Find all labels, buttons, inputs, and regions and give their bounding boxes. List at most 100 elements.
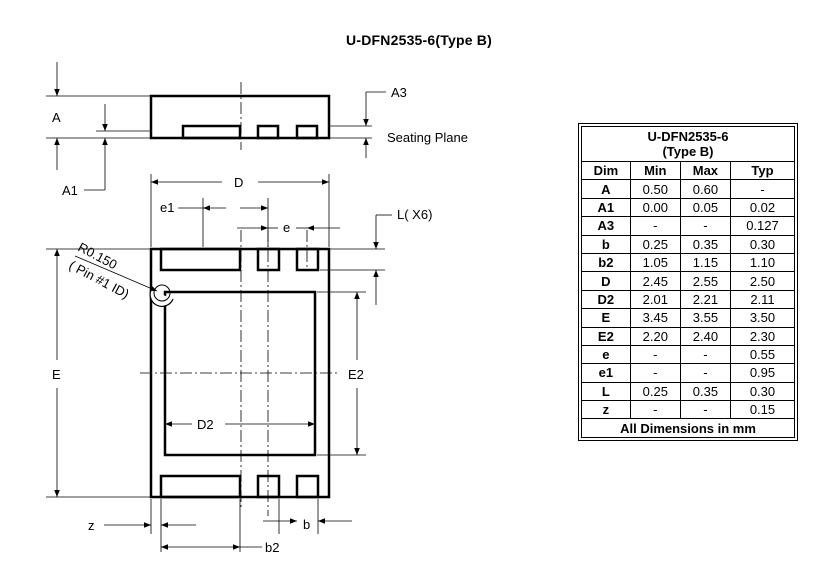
cell-min: 1.05 xyxy=(629,252,681,273)
dim-label-b2: b2 xyxy=(265,540,279,555)
header-dim: Dim xyxy=(581,160,631,181)
cell-typ: 0.30 xyxy=(729,381,796,402)
side-view-pad-small-1 xyxy=(256,124,280,140)
dim-label-E: E xyxy=(52,367,61,382)
cell-min: - xyxy=(629,400,681,420)
cell-dim: b xyxy=(581,234,631,254)
cell-min: 2.45 xyxy=(629,271,681,291)
cell-min: 0.00 xyxy=(629,197,681,218)
header-typ: Typ xyxy=(729,160,796,181)
cell-typ: 0.15 xyxy=(729,400,796,420)
cell-typ: 2.30 xyxy=(729,326,796,346)
cell-typ: 0.95 xyxy=(729,363,796,383)
cell-dim: D2 xyxy=(581,289,631,310)
dim-label-A3: A3 xyxy=(391,85,407,100)
cell-dim: L xyxy=(581,381,631,402)
seating-plane-label: Seating Plane xyxy=(387,130,468,145)
header-min: Min xyxy=(629,160,681,181)
dim-label-A1: A1 xyxy=(62,183,78,198)
cell-typ: 0.127 xyxy=(729,216,796,236)
cell-max: 2.21 xyxy=(679,289,731,310)
cell-max: 0.05 xyxy=(679,197,731,218)
drawing-title: U-DFN2535-6(Type B) xyxy=(346,32,492,48)
dim-label-D: D xyxy=(234,175,243,190)
cell-max: - xyxy=(679,344,731,365)
exposed-pad xyxy=(163,290,317,457)
dim-label-D2: D2 xyxy=(197,417,214,432)
dim-label-b: b xyxy=(303,517,310,532)
cell-min: 2.01 xyxy=(629,289,681,310)
cell-max: 0.35 xyxy=(679,381,731,402)
cell-min: 3.45 xyxy=(629,308,681,328)
cell-dim: A3 xyxy=(581,216,631,236)
cell-typ: 2.50 xyxy=(729,271,796,291)
table-title-line2: (Type B) xyxy=(662,144,714,159)
dim-label-L: L( X6) xyxy=(397,207,432,222)
table-title: U-DFN2535-6 (Type B) xyxy=(581,126,795,162)
cell-min: 0.25 xyxy=(629,234,681,254)
cell-min: - xyxy=(629,216,681,236)
cell-max: 3.55 xyxy=(679,308,731,328)
cell-dim: D xyxy=(581,271,631,291)
cell-typ: 0.30 xyxy=(729,234,796,254)
cell-dim: A1 xyxy=(581,197,631,218)
pad-bottom-small-1 xyxy=(256,474,281,499)
table-footer: All Dimensions in mm xyxy=(581,418,795,438)
cell-max: - xyxy=(679,400,731,420)
table-row: A3--0.127 xyxy=(581,216,796,236)
cell-max: - xyxy=(679,216,731,236)
cell-dim: E xyxy=(581,308,631,328)
cell-min: 0.50 xyxy=(629,179,681,199)
cell-typ: 2.11 xyxy=(729,289,796,310)
cell-max: 1.15 xyxy=(679,252,731,273)
side-view-pad-large xyxy=(181,124,242,140)
cell-max: 2.55 xyxy=(679,271,731,291)
cell-max: 2.40 xyxy=(679,326,731,346)
cell-dim: e1 xyxy=(581,363,631,383)
pin-one-notch xyxy=(149,289,174,307)
cell-max: 0.60 xyxy=(679,179,731,199)
table-row: e1--0.95 xyxy=(581,363,796,383)
table-row: e--0.55 xyxy=(581,344,796,365)
cell-dim: b2 xyxy=(581,252,631,273)
cell-dim: e xyxy=(581,344,631,365)
dim-label-e: e xyxy=(283,220,290,235)
pad-bottom-small-2 xyxy=(295,474,320,499)
cell-max: - xyxy=(679,363,731,383)
bottom-view: D e1 e L( X6) R0.150 ( Pin #1 ID) E xyxy=(46,174,432,555)
dim-label-E2: E2 xyxy=(348,367,364,382)
table-title-line1: U-DFN2535-6 xyxy=(647,129,729,144)
cell-min: - xyxy=(629,363,681,383)
pad-top-large xyxy=(159,247,242,272)
dim-label-A: A xyxy=(52,110,61,125)
cell-dim: z xyxy=(581,400,631,420)
cell-typ: 3.50 xyxy=(729,308,796,328)
cell-min: 0.25 xyxy=(629,381,681,402)
dim-label-z: z xyxy=(88,518,95,533)
dim-label-e1: e1 xyxy=(160,200,174,215)
cell-dim: E2 xyxy=(581,326,631,346)
table-header-row: Dim Min Max Typ xyxy=(581,160,796,181)
cell-max: 0.35 xyxy=(679,234,731,254)
header-max: Max xyxy=(679,160,731,181)
cell-typ: 0.02 xyxy=(729,197,796,218)
pad-top-small-2 xyxy=(295,247,320,272)
pad-top-small-1 xyxy=(256,247,281,272)
cell-typ: - xyxy=(729,179,796,199)
side-view: A A1 A3 Seating Plane xyxy=(46,62,468,198)
cell-typ: 0.55 xyxy=(729,344,796,365)
cell-typ: 1.10 xyxy=(729,252,796,273)
